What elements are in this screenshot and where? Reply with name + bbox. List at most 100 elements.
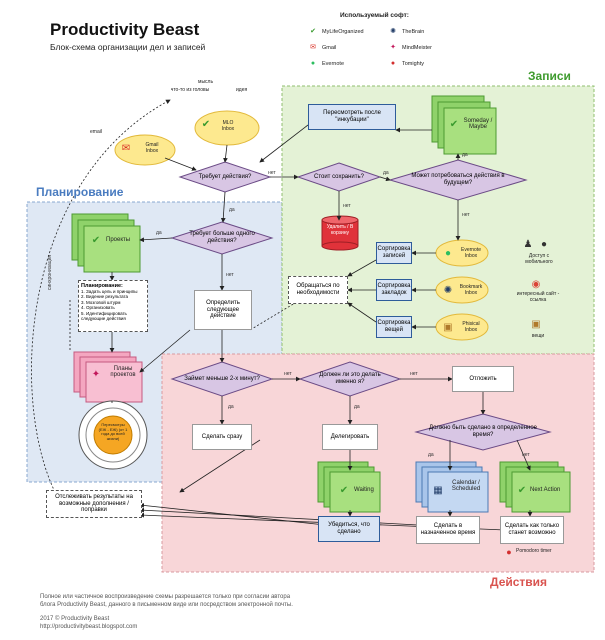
projects-label: Проекты xyxy=(106,237,131,243)
legend-item: TheBrain xyxy=(402,29,425,35)
must-do-label: Должен ли это делать именно я? xyxy=(319,372,381,385)
edge-yes: да xyxy=(354,404,360,410)
sort-things-box: Сортировка вещей xyxy=(376,316,412,338)
chrome-icon: ◉ xyxy=(531,278,541,290)
plans-folder-stack xyxy=(73,351,143,403)
legend-heading: Используемый софт: xyxy=(340,12,409,19)
input-idea: идея xyxy=(236,87,248,93)
review-center-label: Пересмотры (ЕЖ - ЕЖ) (от 1 года до всей … xyxy=(98,422,128,441)
edge-yes: да xyxy=(383,170,389,176)
footer-line: блога Productivity Beast, данного в пись… xyxy=(40,602,293,608)
edge-yes: да xyxy=(156,230,162,236)
someday-folder-stack xyxy=(431,95,497,155)
define-next-box: Определить следующее действие xyxy=(194,290,252,330)
sort-bookmarks-box: Сортировка закладок xyxy=(376,279,412,301)
do-at-time-box: Сделать в назначенное время xyxy=(416,516,480,544)
tomato-icon: ● xyxy=(390,59,396,67)
pomodoro-icon: ● xyxy=(506,547,512,557)
make-sure-box: Убедиться, что сделано xyxy=(318,516,380,542)
calendar-folder-stack xyxy=(415,461,489,513)
mlo-inbox: MLO Inbox xyxy=(221,120,235,132)
projects-folder-stack xyxy=(71,213,141,273)
review-wheel xyxy=(78,400,148,470)
planning-step: 3. Мозговой штурм xyxy=(81,299,121,305)
needs-action-label: Требует действия? xyxy=(198,173,252,180)
planning-step: 1. Задать цель и принципы xyxy=(81,289,138,294)
waiting-check-icon: ✔ xyxy=(339,484,349,496)
things-label: вещи xyxy=(531,333,545,339)
input-email: email xyxy=(90,129,102,135)
notes-zone-label: Записи xyxy=(528,69,571,83)
legend-item: MyLifeOrganized xyxy=(322,29,364,35)
check-icon: ✔ xyxy=(310,28,316,35)
evernote-inbox: Evernote Inbox xyxy=(460,247,481,259)
planning-step: 5. Идентифицировать следующие действия xyxy=(81,310,127,321)
sync-label: синхронизация xyxy=(47,254,53,290)
next-action-label: Next Action xyxy=(530,487,561,493)
footer-url: http://productivitybeast.blogspot.com xyxy=(40,624,138,630)
review-after-box: Пересмотреть после "инкубации" xyxy=(308,104,396,130)
edge-yes: да xyxy=(462,152,468,158)
bookmark-inbox-icon: ✺ xyxy=(443,284,453,296)
edge-no: нет xyxy=(268,170,276,176)
mobile-access: Доступ с мобильного xyxy=(525,253,553,265)
bookmark-inbox: Bookmark Inbox xyxy=(459,284,483,296)
edge-yes: да xyxy=(228,404,234,410)
projects-check-icon: ✔ xyxy=(91,234,101,246)
planning-zone-label: Планирование xyxy=(36,185,124,199)
mindmap-icon: ✦ xyxy=(390,44,396,51)
page-subtitle: Блок-схема организации дел и записей xyxy=(50,42,206,52)
pomodoro-label: Pomodoro timer xyxy=(516,548,552,554)
calendar-icon: ▦ xyxy=(433,484,443,496)
worth-saving-label: Стоит сохранить? xyxy=(313,173,364,180)
actions-zone-label: Действия xyxy=(490,575,548,589)
android-icon: ♟ xyxy=(523,238,533,250)
interesting-site: интересный сайт - ссылка xyxy=(516,291,560,303)
gmail-icon: ✉ xyxy=(310,44,316,51)
apple-icon: ● xyxy=(540,238,548,250)
edge-no: нет xyxy=(226,272,234,278)
legend-item: MindMeister xyxy=(402,45,432,51)
project-plans-label: Планы проектов xyxy=(110,366,136,378)
edge-no: нет xyxy=(462,212,470,218)
specific-time-label: Должно быть сделано в определенное время… xyxy=(428,425,537,438)
waiting-label: Waiting xyxy=(354,487,374,493)
brain-icon: ✺ xyxy=(390,28,396,35)
gmail-inbox: Gmail Inbox xyxy=(145,142,159,154)
gmail-inbox-icon: ✉ xyxy=(121,142,131,154)
box-icon: ▣ xyxy=(443,321,453,333)
more-than-one-label: Требует больше одного действия? xyxy=(189,231,255,244)
edge-no: нет xyxy=(522,452,530,458)
gmail-cloud xyxy=(114,134,176,166)
input-from-head: что-то из головы xyxy=(170,87,210,93)
legend-item: Evernote xyxy=(322,61,345,67)
less-than-2-label: Займет меньше 2-х минут? xyxy=(184,375,260,382)
edge-yes: да xyxy=(229,207,235,213)
refer-when-needed-box: Обращаться по необходимости xyxy=(288,276,348,304)
delegate-box: Делегировать xyxy=(322,424,378,450)
postpone-box: Отложить xyxy=(452,366,514,392)
next-action-check-icon: ✔ xyxy=(517,484,527,496)
track-results-box: Отслеживать результаты на возможные допо… xyxy=(46,490,142,518)
waiting-folder-stack xyxy=(317,461,381,513)
mlo-check-icon: ✔ xyxy=(201,118,211,130)
planning-head: Планирование: xyxy=(81,283,123,289)
page-title: Productivity Beast xyxy=(50,20,200,39)
planning-step: 2. Видение результата xyxy=(81,294,129,300)
physical-inbox: Phisical Inbox xyxy=(462,321,480,333)
edge-no: нет xyxy=(284,371,292,377)
evernote-icon: ● xyxy=(310,59,316,67)
may-need-label: Может потребоваться действия в будущем? xyxy=(411,173,505,186)
edge-yes: да xyxy=(428,452,434,458)
edge-no: нет xyxy=(410,371,418,377)
do-now-box: Сделать сразу xyxy=(192,424,252,450)
planning-steps-box: Планирование: 1. Задать цель и принципы … xyxy=(78,280,148,332)
do-asap-box: Сделать как только станет возможно xyxy=(500,516,564,544)
someday-label: Someday / Maybe xyxy=(463,118,493,130)
footer-copyright: 2017 © Productivity Beast xyxy=(40,616,110,622)
someday-check-icon: ✔ xyxy=(449,118,459,130)
legend-item: Gmail xyxy=(322,45,337,51)
calendar-label: Calendar / Scheduled xyxy=(451,480,481,492)
